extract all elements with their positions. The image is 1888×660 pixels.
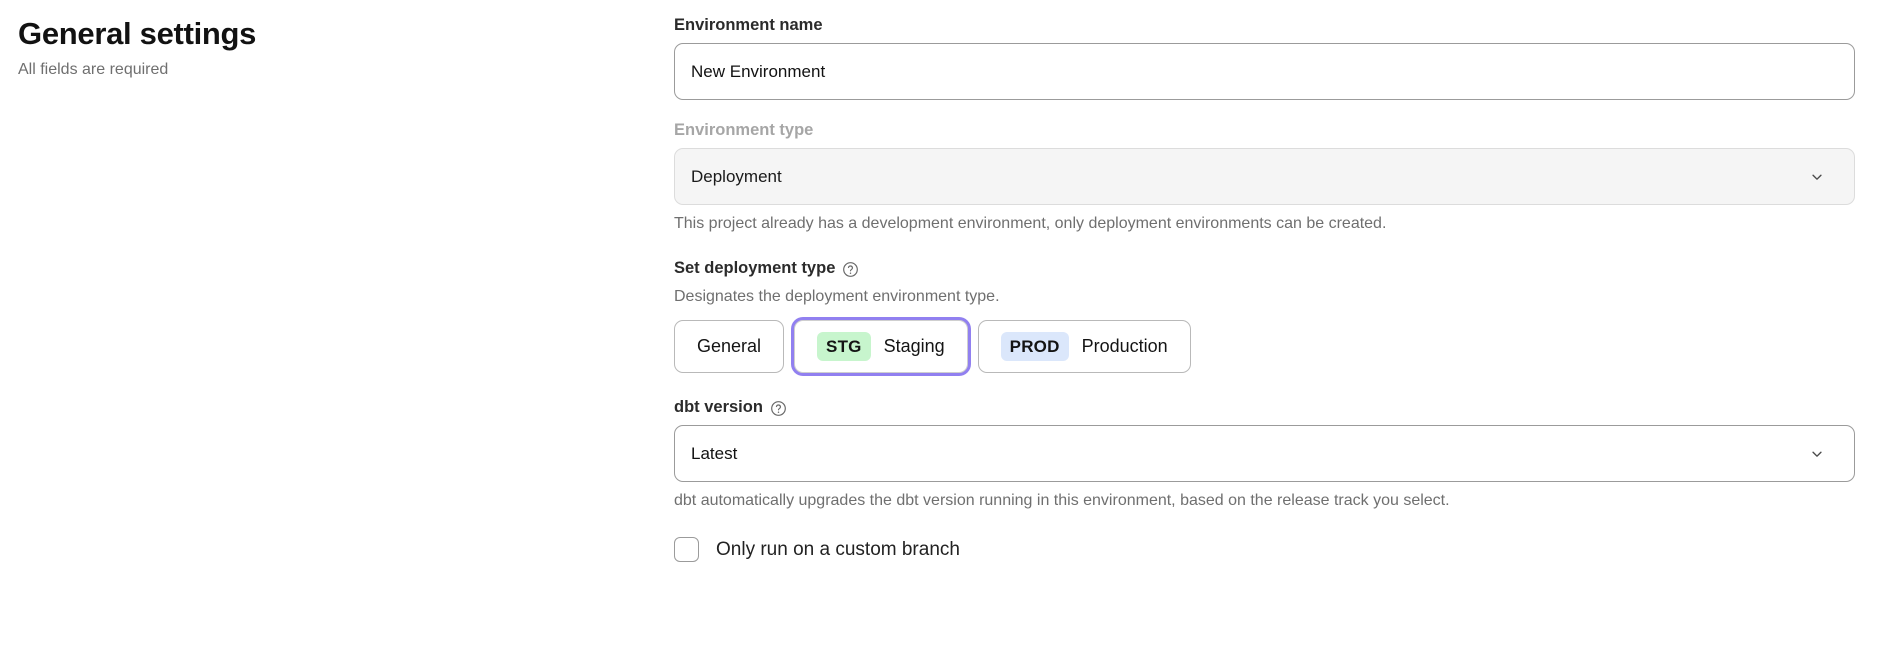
dbt-version-selected-value: Latest bbox=[691, 444, 738, 463]
deployment-type-option-general-label: General bbox=[697, 336, 762, 356]
deployment-type-option-staging[interactable]: STG Staging bbox=[794, 320, 968, 373]
page-subtitle: All fields are required bbox=[18, 61, 169, 78]
custom-branch-row: Only run on a custom branch bbox=[674, 537, 1855, 562]
dbt-version-label-text: dbt version bbox=[674, 398, 763, 416]
environment-name-field-group: Environment name bbox=[674, 14, 1855, 100]
page-title: General settings bbox=[18, 16, 257, 51]
custom-branch-checkbox[interactable] bbox=[674, 537, 699, 562]
staging-badge: STG bbox=[817, 332, 871, 361]
environment-name-input[interactable] bbox=[674, 43, 1855, 100]
settings-header-column: General settings All fields are required bbox=[18, 14, 618, 81]
environment-type-selected-value: Deployment bbox=[691, 167, 782, 186]
deployment-type-label-text: Set deployment type bbox=[674, 259, 836, 277]
environment-name-label: Environment name bbox=[674, 16, 823, 34]
deployment-type-option-production-label: Production bbox=[1081, 336, 1168, 356]
chevron-down-icon bbox=[1810, 447, 1824, 461]
deployment-type-field-group: Set deployment type Designates the deplo… bbox=[674, 257, 1855, 373]
dbt-version-select[interactable]: Latest bbox=[674, 425, 1855, 482]
environment-type-label: Environment type bbox=[674, 121, 814, 139]
environment-type-help-text: This project already has a development e… bbox=[674, 215, 1387, 232]
custom-branch-label[interactable]: Only run on a custom branch bbox=[716, 539, 960, 560]
question-circle-icon[interactable] bbox=[770, 400, 787, 417]
dbt-version-help-text: dbt automatically upgrades the dbt versi… bbox=[674, 492, 1450, 509]
deployment-type-label: Set deployment type bbox=[674, 257, 1855, 279]
deployment-type-options: General STG Staging PROD Production bbox=[674, 320, 1855, 373]
dbt-version-label: dbt version bbox=[674, 396, 1855, 418]
chevron-down-icon bbox=[1810, 170, 1824, 184]
deployment-type-option-general[interactable]: General bbox=[674, 320, 785, 373]
deployment-type-option-staging-label: Staging bbox=[883, 336, 945, 356]
environment-type-field-group: Environment type Deployment This project… bbox=[674, 119, 1855, 235]
deployment-type-description: Designates the deployment environment ty… bbox=[674, 288, 1000, 305]
production-badge: PROD bbox=[1000, 332, 1069, 361]
general-settings-form: Environment name Environment type Deploy… bbox=[674, 14, 1855, 562]
deployment-type-option-production[interactable]: PROD Production bbox=[977, 320, 1191, 373]
question-circle-icon[interactable] bbox=[842, 261, 859, 278]
environment-type-select[interactable]: Deployment bbox=[674, 148, 1855, 205]
dbt-version-field-group: dbt version Latest dbt automatically upg… bbox=[674, 396, 1855, 512]
